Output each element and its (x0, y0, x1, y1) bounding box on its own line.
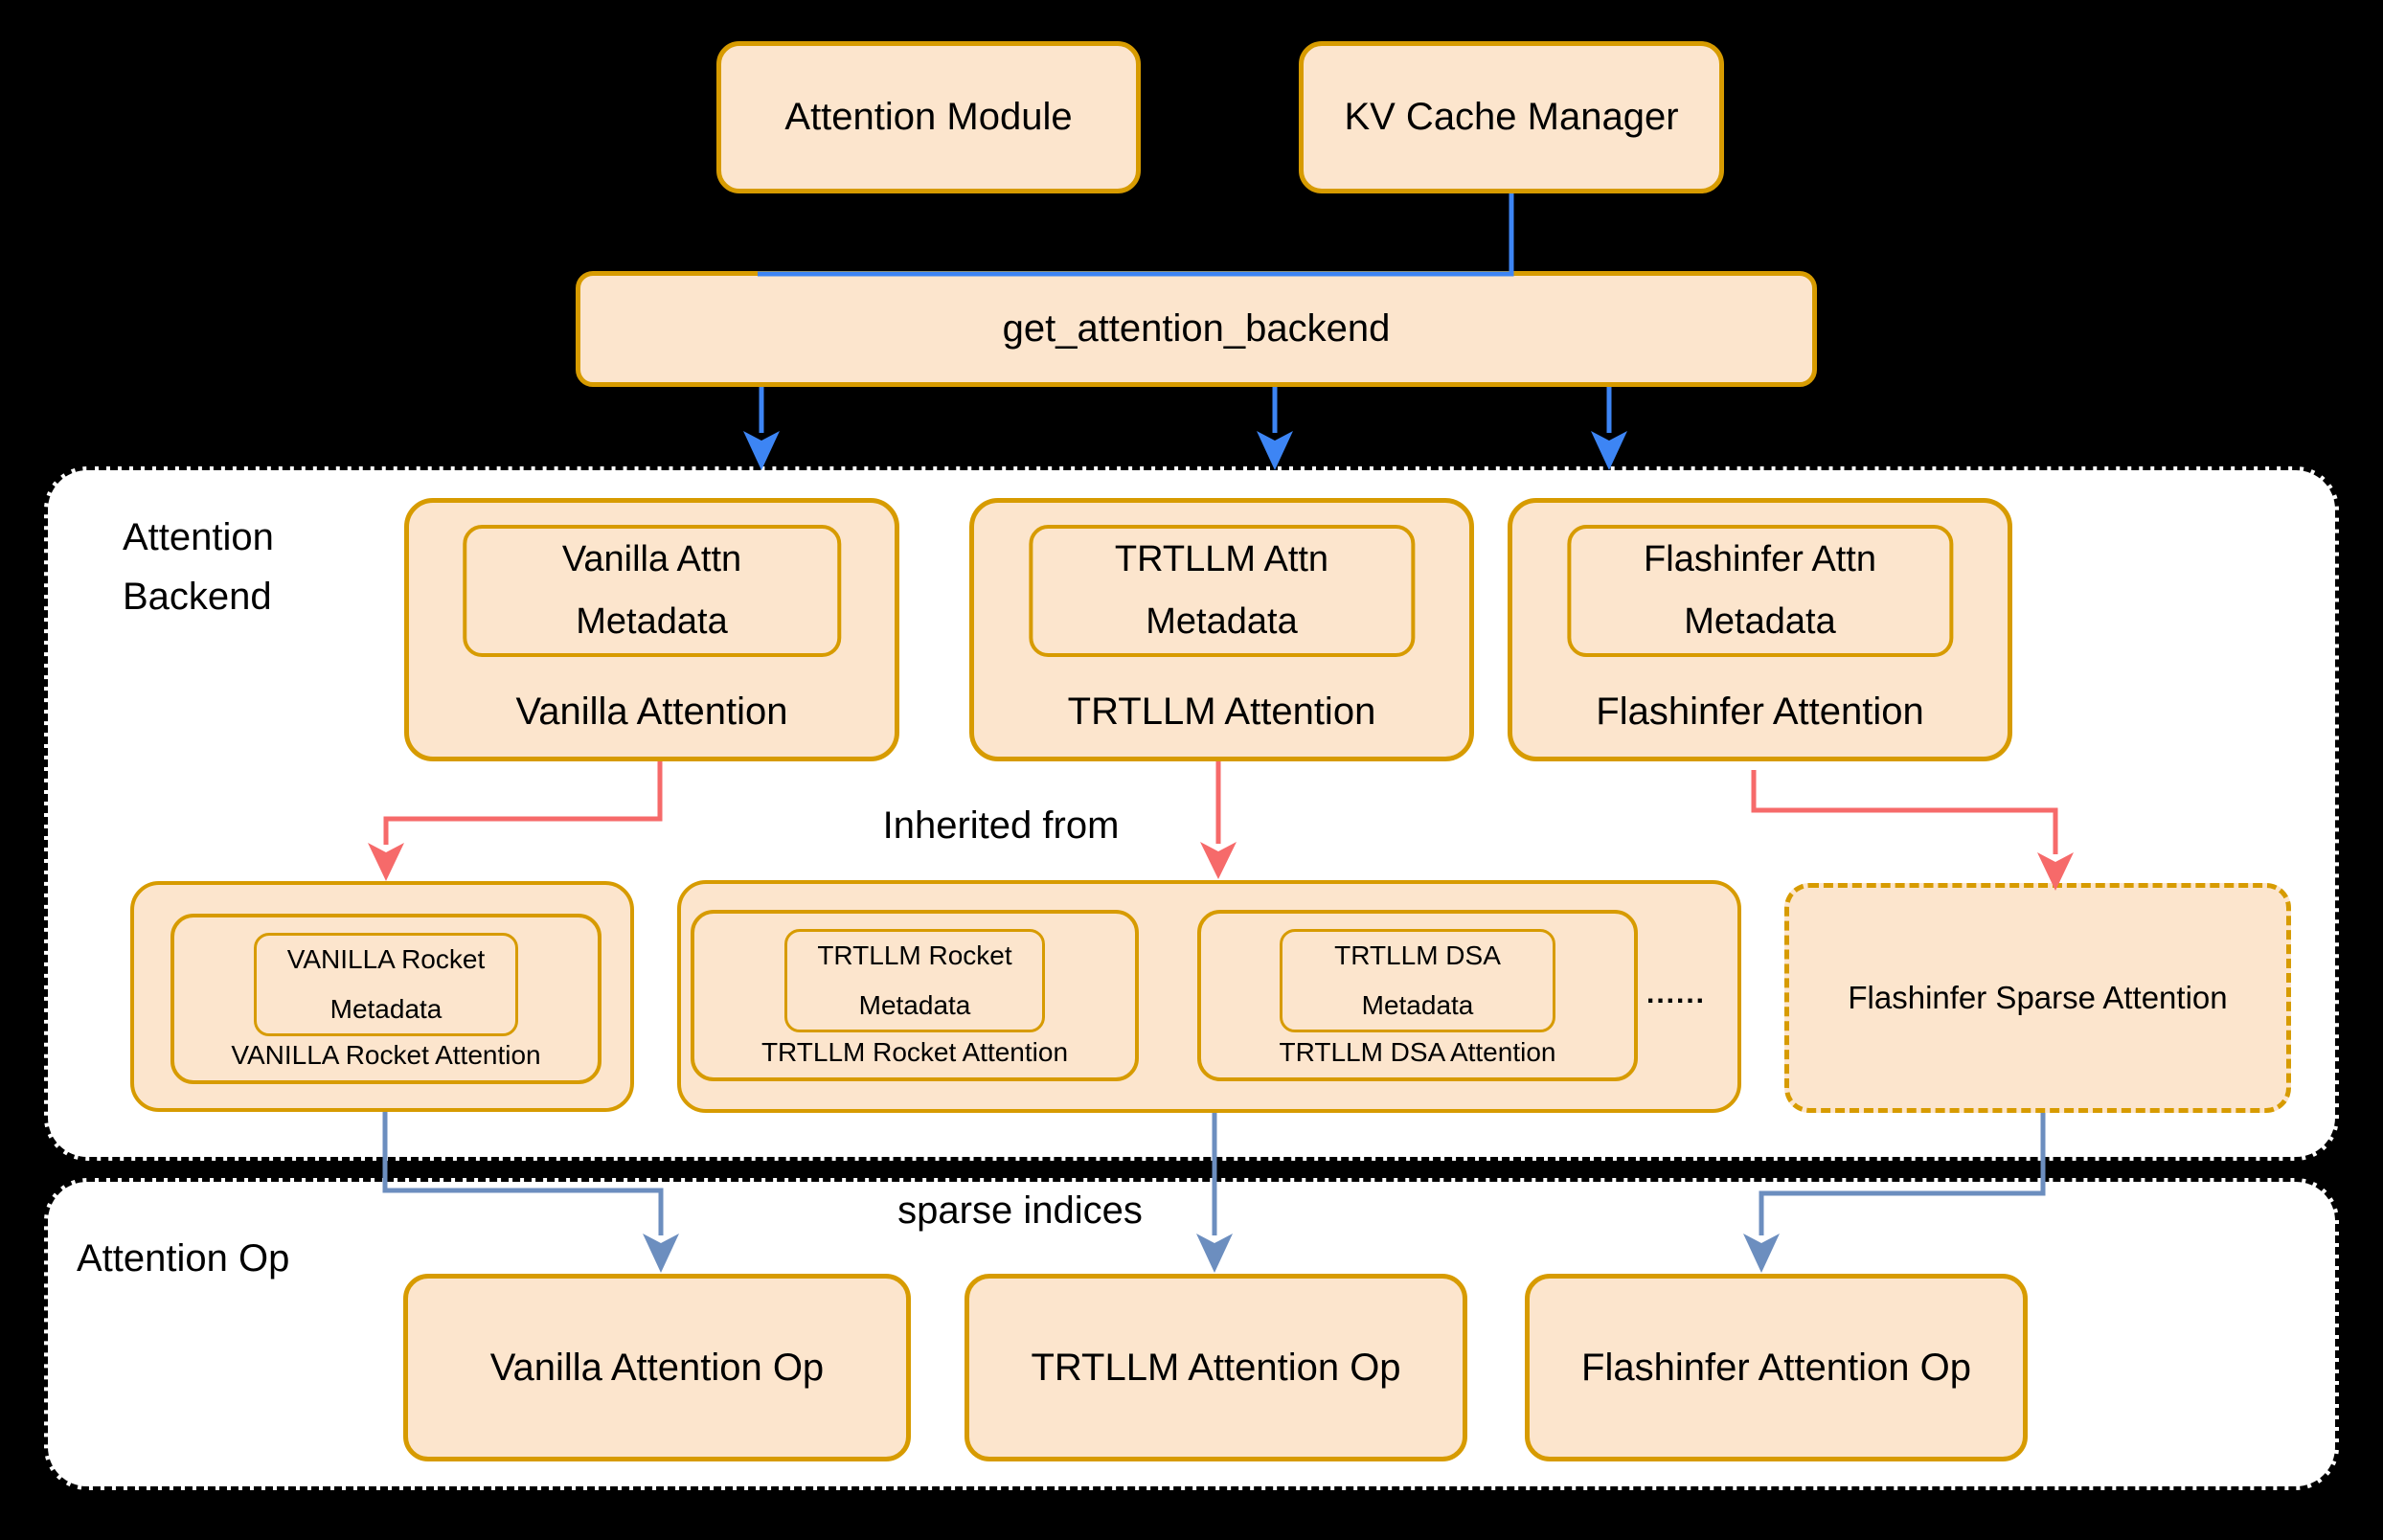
attention-backend-section-label: Attention Backend (123, 508, 506, 626)
vanilla-attention-label: Vanilla Attention (515, 691, 788, 733)
node-trtllm-dsa-attention: TRTLLM DSA Metadata TRTLLM DSA Attention (1197, 910, 1638, 1081)
flashinfer-attention-label: Flashinfer Attention (1596, 691, 1924, 733)
more-backends-ellipsis: ...... (1646, 978, 1707, 1009)
section-label-line: Attention (123, 516, 274, 558)
node-trtllm-attention-op: TRTLLM Attention Op (965, 1274, 1467, 1461)
metadata-line: Flashinfer Attn (1644, 539, 1876, 580)
node-vanilla-attn-metadata: Vanilla Attn Metadata (462, 525, 842, 657)
node-flashinfer-sparse-attention: Flashinfer Sparse Attention (1784, 883, 2291, 1113)
metadata-line: Metadata (1361, 990, 1474, 1020)
node-trtllm-dsa-metadata: TRTLLM DSA Metadata (1280, 929, 1555, 1032)
node-trtllm-rocket-metadata: TRTLLM Rocket Metadata (784, 929, 1045, 1032)
node-attention-module: Attention Module (716, 41, 1141, 193)
section-label-line: Backend (123, 576, 272, 618)
node-flashinfer-attn-metadata: Flashinfer Attn Metadata (1566, 525, 1954, 657)
edge-backend-to-trtllm (1257, 387, 1293, 470)
trtllm-attention-label: TRTLLM Attention (1067, 691, 1376, 733)
trtllm-rocket-attention-label: TRTLLM Rocket Attention (760, 1037, 1069, 1067)
trtllm-dsa-attention-label: TRTLLM DSA Attention (1279, 1037, 1556, 1067)
node-trtllm-attention: TRTLLM Attn Metadata TRTLLM Attention (969, 498, 1474, 761)
metadata-line: Metadata (858, 990, 971, 1020)
metadata-line: Metadata (329, 994, 443, 1024)
edge-kv-cache-to-backend (758, 193, 1514, 277)
node-vanilla-rocket-metadata: VANILLA Rocket Metadata (254, 933, 518, 1036)
inherited-from-label: Inherited from (882, 804, 1120, 847)
node-vanilla-rocket-attention: VANILLA Rocket Metadata VANILLA Rocket A… (170, 914, 601, 1084)
node-vanilla-rocket-group: VANILLA Rocket Metadata VANILLA Rocket A… (130, 881, 634, 1112)
metadata-line: Metadata (1146, 601, 1298, 642)
edge-backend-to-vanilla (743, 387, 780, 470)
node-flashinfer-attention: Flashinfer Attn Metadata Flashinfer Atte… (1508, 498, 2012, 761)
node-trtllm-inherited-group: TRTLLM Rocket Metadata TRTLLM Rocket Att… (677, 880, 1741, 1113)
node-get-attention-backend: get_attention_backend (576, 271, 1817, 387)
metadata-line: VANILLA Rocket (286, 944, 486, 975)
metadata-line: Metadata (576, 601, 728, 642)
edge-backend-to-flashinfer (1591, 387, 1627, 470)
node-vanilla-attention: Vanilla Attn Metadata Vanilla Attention (404, 498, 899, 761)
metadata-line: TRTLLM Attn (1114, 539, 1329, 580)
node-kv-cache-manager: KV Cache Manager (1299, 41, 1724, 193)
node-flashinfer-attention-op: Flashinfer Attention Op (1525, 1274, 2028, 1461)
metadata-line: TRTLLM Rocket (817, 940, 1012, 971)
sparse-indices-label: sparse indices (897, 1189, 1143, 1232)
node-vanilla-attention-op: Vanilla Attention Op (403, 1274, 911, 1461)
metadata-line: Vanilla Attn (561, 539, 742, 580)
node-trtllm-rocket-attention: TRTLLM Rocket Metadata TRTLLM Rocket Att… (691, 910, 1139, 1081)
attention-op-section-label: Attention Op (77, 1237, 290, 1280)
metadata-line: Metadata (1684, 601, 1836, 642)
vanilla-rocket-attention-label: VANILLA Rocket Attention (231, 1040, 541, 1070)
metadata-line: TRTLLM DSA (1334, 940, 1501, 971)
node-trtllm-attn-metadata: TRTLLM Attn Metadata (1028, 525, 1416, 657)
